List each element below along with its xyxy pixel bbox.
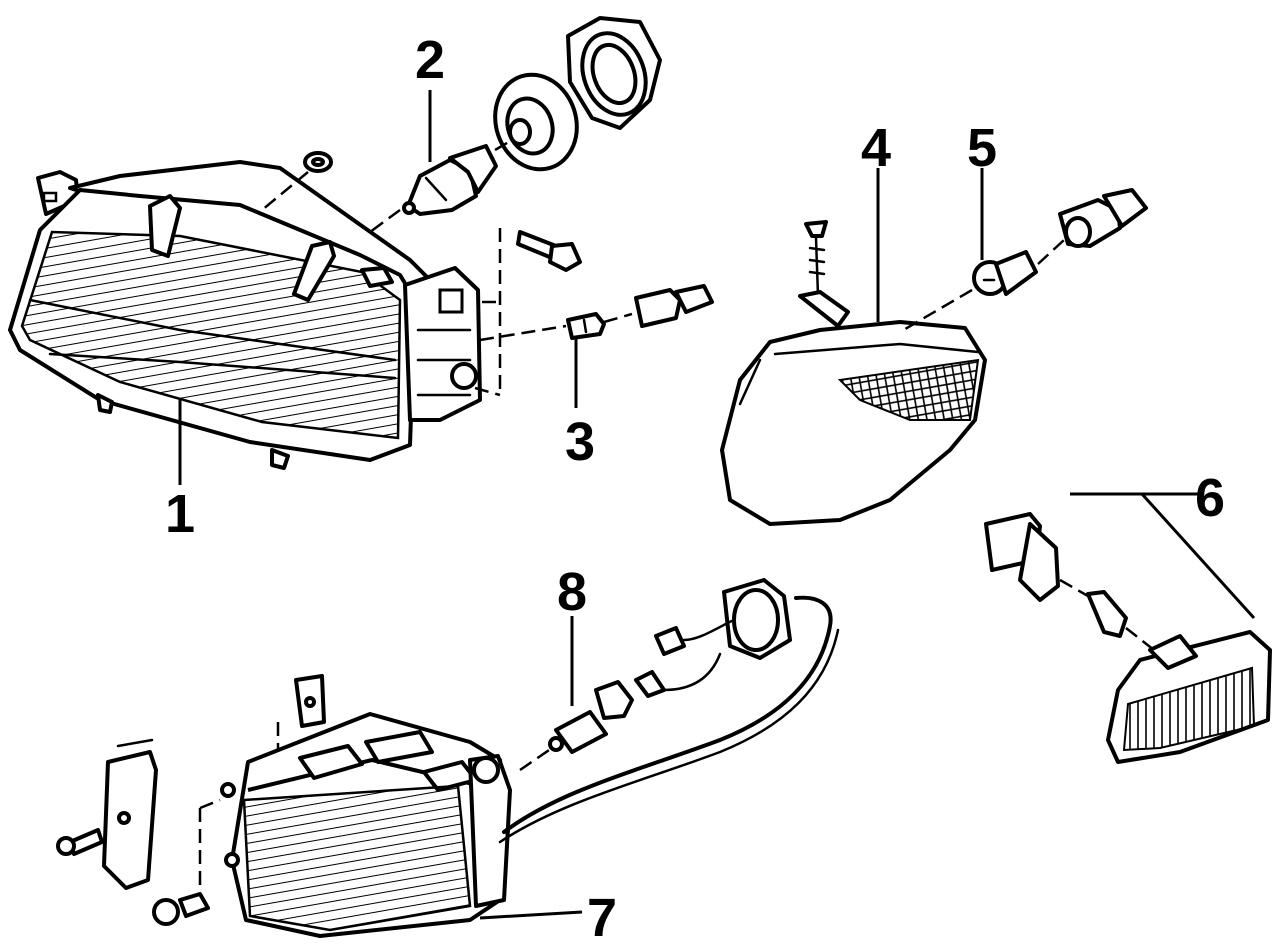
side-marker bbox=[984, 492, 1272, 764]
fog-lamp bbox=[56, 595, 840, 938]
callout-3: 3 bbox=[565, 412, 595, 472]
parking-bulb bbox=[479, 284, 714, 408]
callout-6: 6 bbox=[1195, 468, 1225, 528]
headlamp-assembly bbox=[8, 160, 482, 485]
callout-7: 7 bbox=[587, 888, 617, 948]
callout-1: 1 bbox=[165, 484, 195, 544]
callout-5: 5 bbox=[967, 118, 997, 178]
callout-labels: 1 2 3 4 5 6 7 8 bbox=[165, 30, 1225, 948]
callout-4: 4 bbox=[861, 118, 891, 178]
headlamp-screw bbox=[516, 230, 582, 272]
callout-8: 8 bbox=[557, 562, 587, 622]
headlamp-bulb bbox=[369, 16, 662, 234]
callout-2: 2 bbox=[415, 30, 445, 90]
fog-bulb bbox=[519, 578, 792, 772]
corner-lamp bbox=[720, 168, 987, 526]
corner-bulb bbox=[899, 168, 1148, 334]
